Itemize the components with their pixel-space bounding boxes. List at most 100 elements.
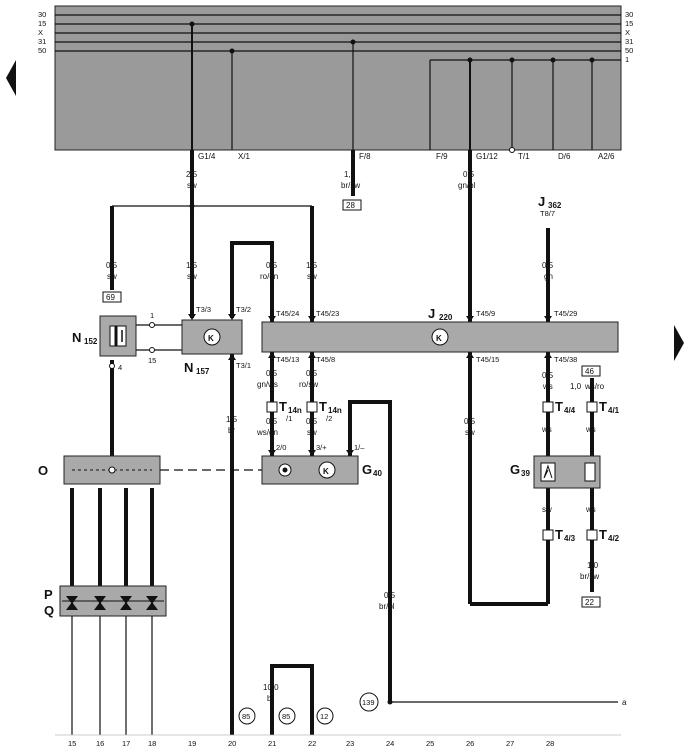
connector-t14n-2-icon — [306, 401, 318, 413]
connector-sub: 4/4 — [564, 406, 576, 415]
panel-drops — [189, 21, 595, 150]
wire-color: ws/ro — [584, 382, 605, 391]
connector-t4-2-icon — [586, 529, 598, 541]
pin-label: T45/29 — [554, 309, 577, 318]
connector-t4-1-icon — [586, 401, 598, 413]
wire-size: 0,5 — [266, 261, 278, 270]
wire-color: sw — [187, 181, 197, 190]
rail-label: X — [38, 28, 43, 37]
central-electrics-panel — [54, 5, 622, 151]
connector-label: T — [599, 527, 607, 542]
connector-label: T — [279, 399, 287, 414]
reference-boxes: 28 69 46 22 — [102, 199, 601, 608]
rail-label: 31 — [38, 37, 46, 46]
wire-size: 1,5 — [226, 415, 238, 424]
column-number: 15 — [68, 739, 76, 748]
wire-size: 0,5 — [463, 170, 475, 179]
wire-color: sw — [187, 272, 197, 281]
pin-label: T45/38 — [554, 355, 577, 364]
connector-label: T — [555, 399, 563, 414]
column-number: 24 — [386, 739, 394, 748]
component-sub: 220 — [439, 313, 453, 322]
ref-number: 22 — [585, 598, 594, 607]
relay-symbol: K — [208, 334, 214, 343]
terminal-label: X/1 — [238, 152, 251, 161]
column-numbers: 15 16 17 18 19 20 21 22 23 24 25 26 27 2… — [68, 739, 554, 748]
connector-pin: /1 — [286, 414, 292, 423]
wire-size: 0,5 — [542, 371, 554, 380]
pin-label: T45/9 — [476, 309, 495, 318]
component-label: G — [510, 462, 520, 477]
wire-color: sw — [542, 505, 552, 514]
wire-size: 0,5 — [306, 369, 318, 378]
connector-pin: /2 — [326, 414, 332, 423]
wire-size: 0,5 — [384, 591, 396, 600]
wire-size: 1,5 — [306, 261, 318, 270]
rail-labels-right: 30 15 X 31 50 1 — [625, 10, 633, 64]
pin-label: T3/1 — [236, 361, 251, 370]
wire-color: br — [267, 694, 274, 703]
wire-size: 10,0 — [263, 683, 279, 692]
pin-arrows — [188, 314, 552, 360]
column-number: 18 — [148, 739, 156, 748]
wire-color: ws — [585, 505, 596, 514]
wire-labels: 2,5 sw 1,0 br/sw 0,5 gn/bl 0,5 sw 1,5 sw… — [106, 170, 605, 703]
pin-label: T45/8 — [316, 355, 335, 364]
column-number: 21 — [268, 739, 276, 748]
pin-label: T45/13 — [276, 355, 299, 364]
component-label: N — [184, 360, 193, 375]
rail-label: 15 — [625, 19, 633, 28]
wire-size: 0,5 — [306, 417, 318, 426]
pin-label: 15 — [148, 356, 156, 365]
column-number: 26 — [466, 739, 474, 748]
rail-label: 50 — [38, 46, 46, 55]
connector-label: T — [599, 399, 607, 414]
ref-circle-label: 139 — [362, 698, 375, 707]
wire-size: 0,5 — [266, 417, 278, 426]
connector-sub: 4/1 — [608, 406, 620, 415]
column-number: 25 — [426, 739, 434, 748]
pin-label: T8/7 — [540, 209, 555, 218]
wire-color: br — [228, 426, 235, 435]
component-label: N — [72, 330, 81, 345]
component-label: J — [538, 194, 545, 209]
relay-symbol: K — [323, 467, 329, 476]
component-label: O — [38, 463, 48, 478]
rail-label: 50 — [625, 46, 633, 55]
terminal-label: G1/12 — [476, 152, 498, 161]
wire-label: 1,0 — [570, 382, 582, 391]
prev-page-arrow-icon[interactable] — [6, 60, 16, 96]
wire-size: 1,0 — [344, 170, 356, 179]
column-number: 28 — [546, 739, 554, 748]
connector-label: T — [555, 527, 563, 542]
ref-circle-label: 12 — [320, 712, 328, 721]
next-page-arrow-icon[interactable] — [674, 325, 684, 361]
wire-color: ro/gn — [260, 272, 278, 281]
component-sub: 362 — [548, 201, 562, 210]
component-sub: 39 — [521, 469, 530, 478]
terminal-label: A2/6 — [598, 152, 615, 161]
component-label: G — [362, 462, 372, 477]
connector-t14n-1-icon — [266, 401, 278, 413]
rail-label: X — [625, 28, 630, 37]
diode-icon — [62, 596, 164, 610]
wire-color: ws — [541, 425, 552, 434]
wire-color: gn/ws — [257, 380, 278, 389]
pin-label: 2/0 — [276, 443, 286, 452]
connector-sub: 14n — [288, 406, 302, 415]
terminal-label: D/6 — [558, 152, 571, 161]
wire-size: 0,5 — [464, 417, 476, 426]
wire-size: 1,5 — [186, 261, 198, 270]
continuation-label: a — [622, 698, 627, 707]
relay-symbol: K — [436, 334, 442, 343]
wire-color: gn — [544, 272, 553, 281]
terminal-label: T/1 — [518, 152, 530, 161]
pin-label: 4 — [118, 363, 122, 372]
component-sub: 152 — [84, 337, 98, 346]
ref-circle-label: 85 — [282, 712, 290, 721]
rail-label: 30 — [625, 10, 633, 19]
pin-label: T45/15 — [476, 355, 499, 364]
wire-size: 0,5 — [106, 261, 118, 270]
